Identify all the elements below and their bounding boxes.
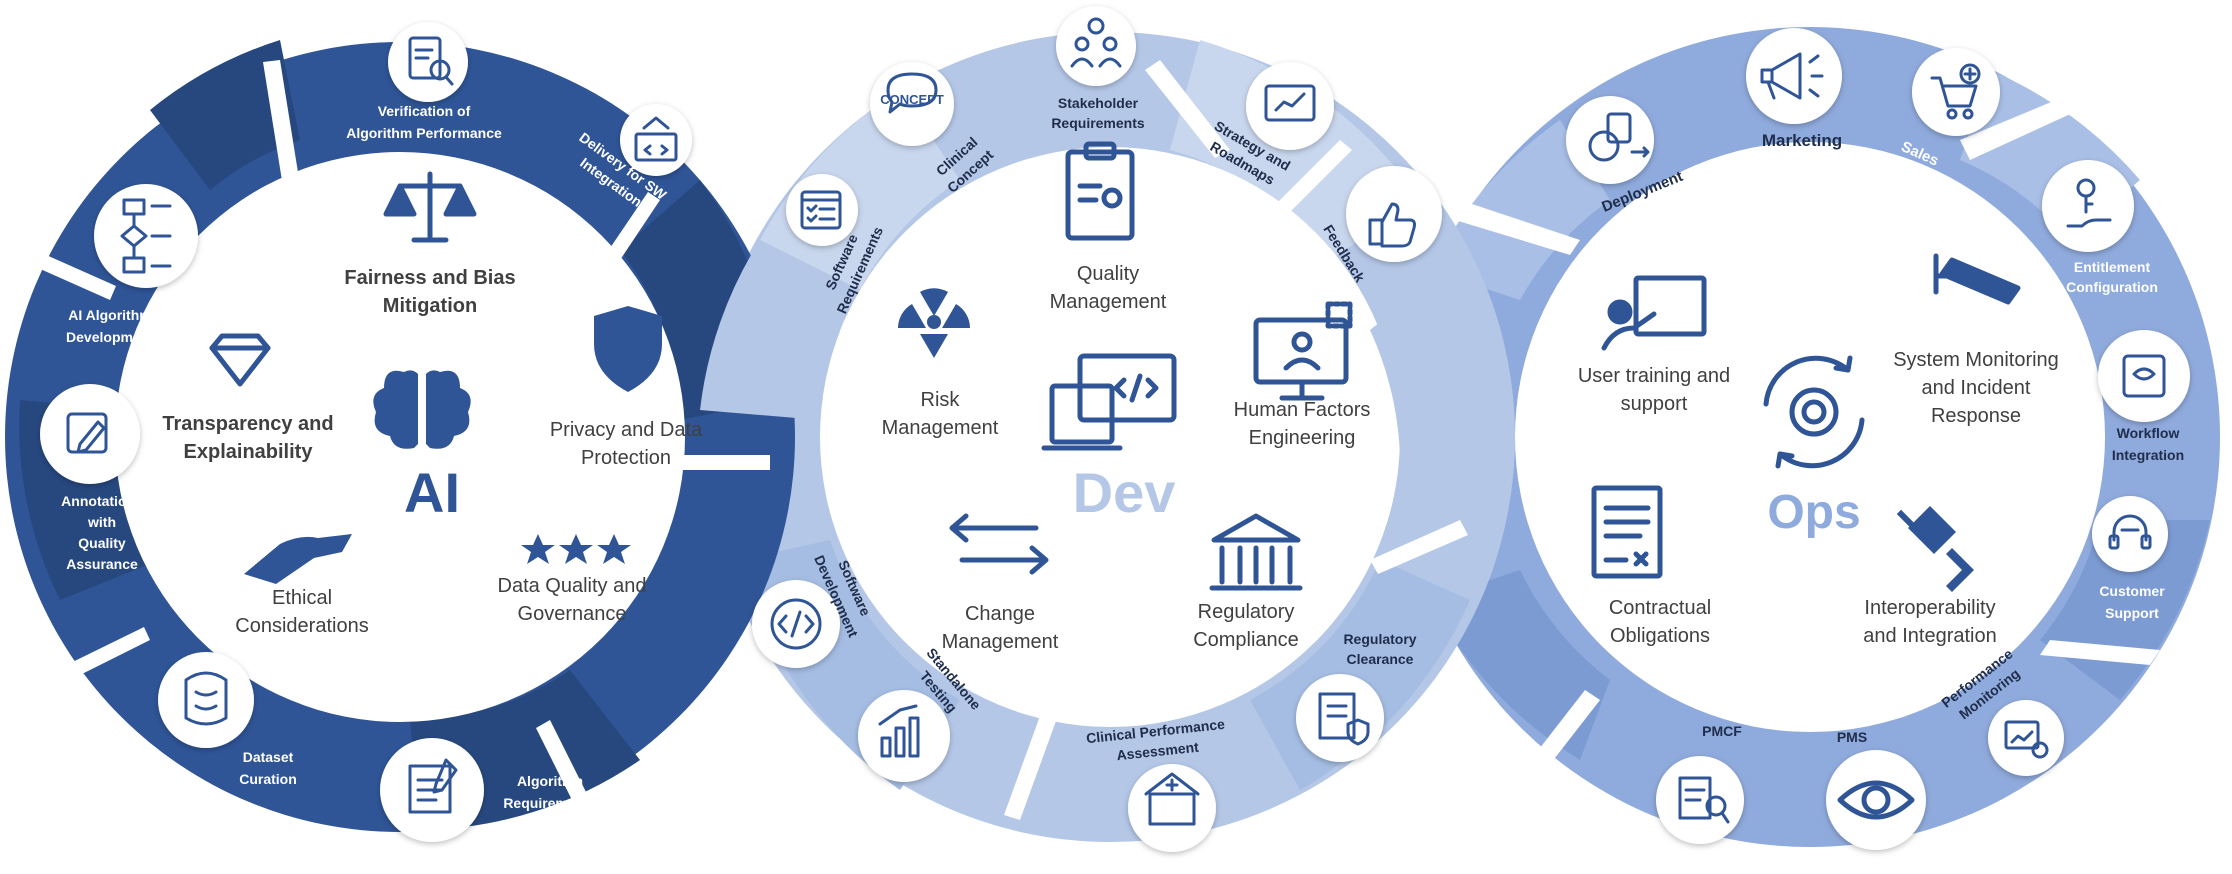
shield-icon — [594, 306, 662, 392]
marketing-label: Marketing — [1762, 131, 1842, 150]
thumbs-icon — [1368, 202, 1416, 248]
deployment-gear-icon — [1588, 112, 1650, 162]
box-code-icon — [634, 116, 678, 162]
gear-cycle-icon — [1763, 355, 1865, 469]
training-board-icon — [1601, 275, 1707, 351]
courthouse-icon — [1209, 513, 1303, 591]
support-icon-circle — [2092, 496, 2168, 572]
clinical-perf-icon-circle — [1128, 764, 1216, 852]
hospital-icon — [1144, 772, 1200, 826]
document-magnifier-icon — [1678, 776, 1730, 824]
dev-title: Dev — [1073, 461, 1176, 524]
clipboard-search-icon — [408, 36, 454, 86]
contract-icon — [1591, 485, 1663, 579]
diamond-icon — [209, 333, 271, 387]
strategy-board-icon — [1264, 84, 1316, 122]
stakeholder-icon-circle — [1056, 6, 1136, 86]
dataset-icon-circle — [158, 652, 254, 748]
cctv-camera-icon — [1933, 253, 2021, 305]
concept-bubble-icon — [886, 72, 938, 114]
ops-ring — [1400, 27, 2220, 847]
reg-clearance-icon-circle — [1296, 674, 1384, 762]
cart-plus-icon — [1930, 63, 1981, 120]
monitor-user-icon — [1253, 301, 1353, 401]
verification-icon-circle — [388, 22, 468, 102]
outer-icons — [66, 17, 2166, 826]
people-icon — [1070, 17, 1122, 68]
intestine-icon — [184, 671, 228, 726]
pms-label: PMS — [1837, 729, 1867, 745]
swap-arrows-icon — [949, 513, 1049, 575]
plug-icon — [1896, 506, 1974, 592]
concept-badge: CONCEPT — [880, 92, 944, 107]
monitor-code-icon — [1041, 353, 1177, 451]
workflow-puzzle-icon — [2122, 354, 2166, 398]
document-pen-icon — [408, 758, 458, 814]
megaphone-icon — [1760, 52, 1824, 100]
ops-title: Ops — [1767, 486, 1860, 539]
ai-title: AI — [404, 461, 460, 524]
pms-icon-circle — [1826, 750, 1926, 850]
sales-icon-circle — [1912, 48, 2000, 136]
scales-icon — [383, 171, 477, 243]
inner-icons — [209, 141, 2021, 592]
gear-code-icon — [770, 598, 822, 650]
web-checklist-icon — [800, 190, 842, 230]
hand-icon — [244, 534, 352, 584]
marketing-icon-circle — [1746, 28, 1842, 124]
radiation-icon — [898, 288, 970, 358]
entitlement-icon-circle — [2042, 160, 2134, 252]
deployment-icon-circle — [1566, 96, 1654, 184]
key-hand-icon — [2066, 178, 2112, 228]
document-shield-icon — [1318, 692, 1370, 746]
eye-icon — [1837, 780, 1915, 820]
brain-icon — [373, 370, 471, 449]
delivery-icon-circle — [620, 104, 692, 176]
certificate-clipboard-icon — [1065, 141, 1135, 241]
chart-magnifier-icon — [2004, 720, 2049, 759]
stars-icon — [521, 534, 631, 564]
workflow-icon-circle — [2098, 330, 2190, 422]
bar-chart-up-icon — [878, 704, 920, 758]
pmcf-label: PMCF — [1702, 723, 1742, 739]
dev-overlap-segment — [700, 240, 860, 420]
dev-ops-overlap-segment — [1370, 290, 1470, 480]
feedback-icon-circle — [1346, 166, 1442, 262]
pencil-square-icon — [66, 412, 108, 454]
headset-icon — [2108, 514, 2152, 550]
flowchart-icon — [120, 198, 172, 274]
